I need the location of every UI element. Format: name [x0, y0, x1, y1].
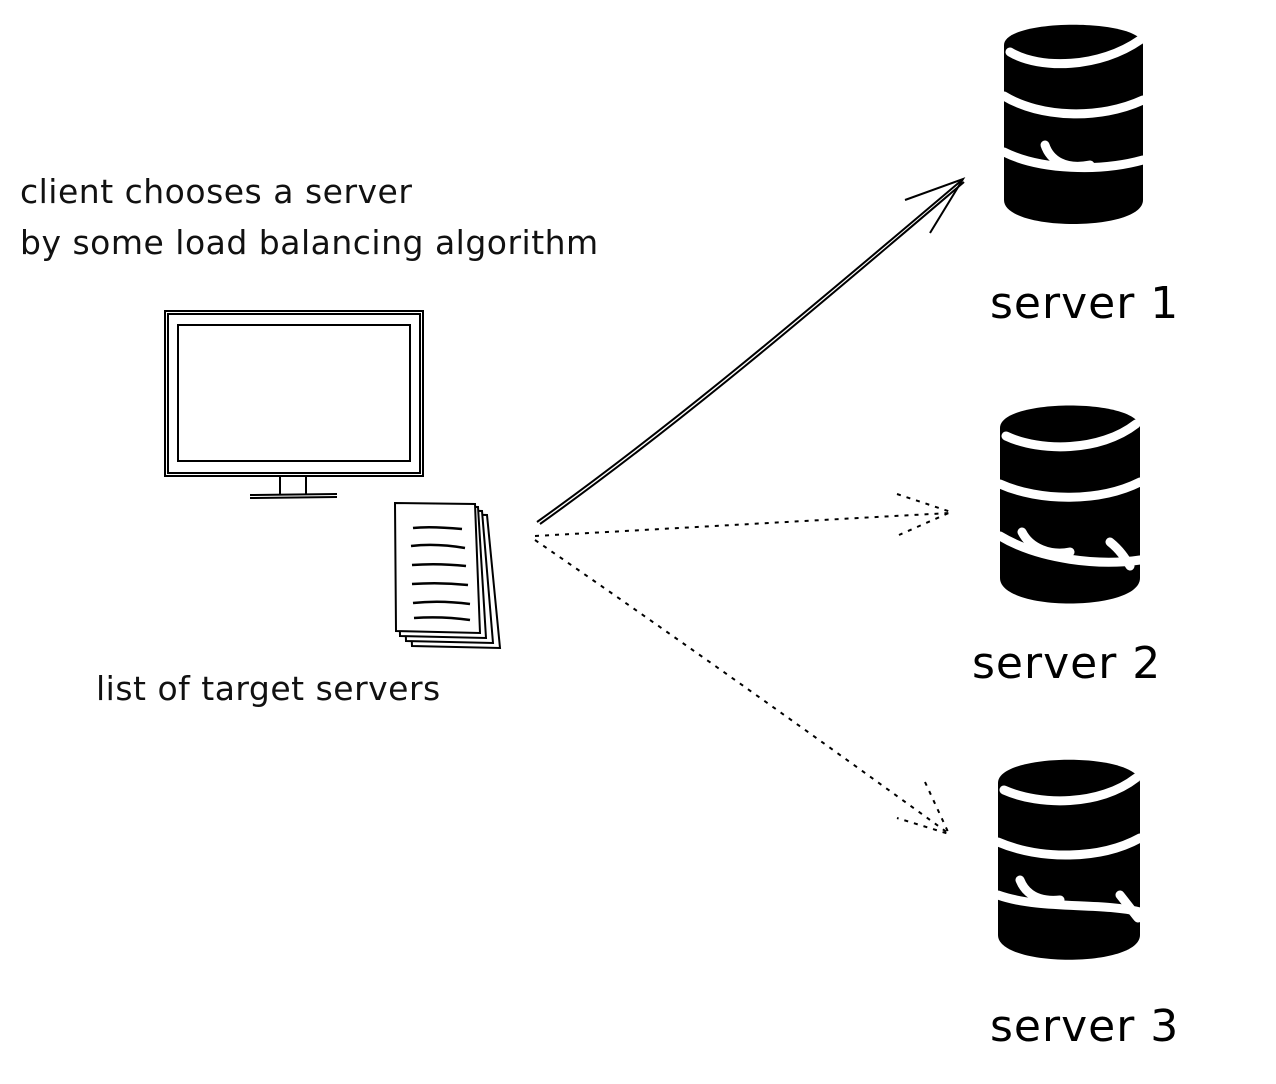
- server-1-label: server 1: [990, 278, 1180, 329]
- client-monitor-icon: [164, 310, 424, 499]
- server-2-database-icon: [995, 405, 1145, 604]
- arrow-to-server-3: [534, 539, 951, 836]
- arrow-to-server-1: [536, 177, 966, 525]
- target-list-caption: list of target servers: [96, 669, 441, 708]
- arrow-to-server-2: [534, 493, 954, 537]
- server-3-database-icon: [993, 759, 1145, 960]
- client-caption-line-2: by some load balancing algorithm: [20, 223, 599, 262]
- server-2-label: server 2: [972, 638, 1162, 689]
- client-caption-line-1: client chooses a server: [20, 172, 413, 211]
- server-3-label: server 3: [990, 1001, 1180, 1052]
- document-stack-icon: [393, 501, 502, 650]
- server-1-database-icon: [999, 24, 1148, 224]
